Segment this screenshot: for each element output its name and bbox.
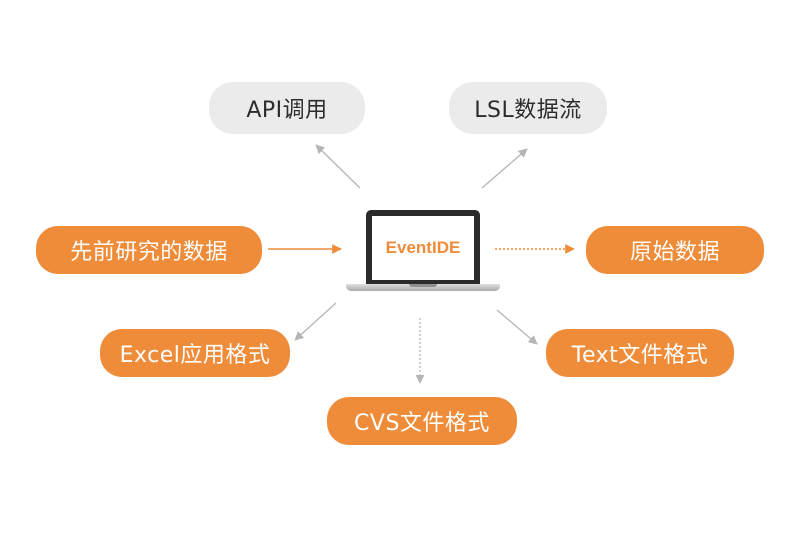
previous-research-data-node: 先前研究的数据	[36, 226, 262, 274]
laptop-screen: EventIDE	[372, 216, 474, 280]
eventide-label: EventIDE	[385, 238, 461, 257]
excel-format-node: Excel应用格式	[100, 329, 290, 377]
laptop-icon: EventIDE	[346, 210, 500, 294]
lsl-stream-node: LSL数据流	[449, 82, 607, 134]
arrow-to-lsl	[481, 148, 528, 189]
laptop-base	[346, 284, 500, 291]
api-call-node: API调用	[209, 82, 365, 134]
laptop-lid: EventIDE	[366, 210, 480, 284]
raw-data-node: 原始数据	[586, 226, 764, 274]
text-format-node: Text文件格式	[546, 329, 734, 377]
arrow-to-text	[496, 309, 538, 345]
arrow-to-api	[315, 144, 361, 189]
laptop-notch	[409, 284, 437, 287]
arrow-to-excel	[294, 302, 337, 341]
cvs-format-node: CVS文件格式	[327, 397, 517, 445]
